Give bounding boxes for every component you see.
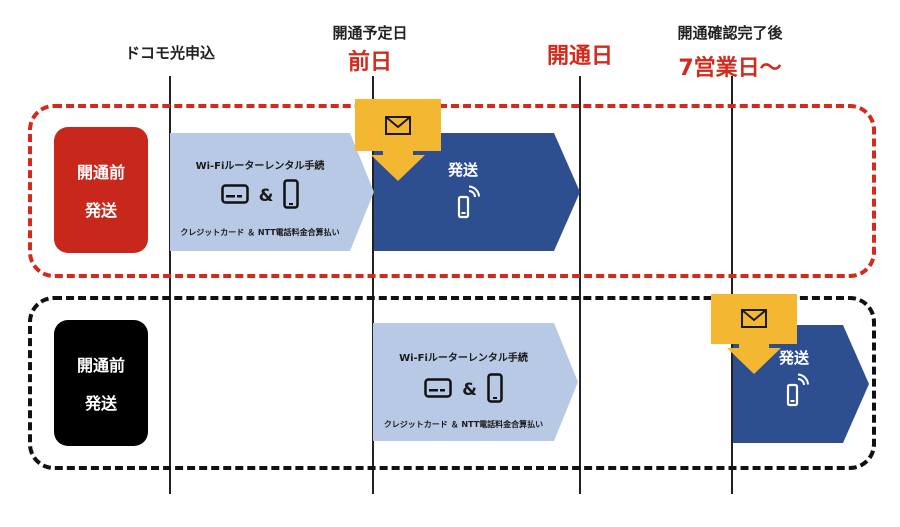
lane-red-badge: 開通前 発送 bbox=[54, 127, 148, 253]
credit-card-icon bbox=[424, 378, 452, 402]
lane-black-rental-arrow: Wi-Fiルーターレンタル手続 & クレジットカード ＆ NTT電話料金合算払い bbox=[373, 323, 578, 441]
timeline-line-prev-day bbox=[372, 76, 374, 494]
smartphone-icon bbox=[487, 373, 503, 407]
timeline-line-open-day bbox=[579, 76, 581, 494]
lane-red-mail-notice bbox=[355, 99, 441, 185]
header-prev-day-label: 前日 bbox=[347, 50, 392, 75]
badge-line1: 開通前 bbox=[76, 163, 125, 182]
rental-title: Wi-Fiルーターレンタル手続 bbox=[195, 161, 325, 172]
badge-line2: 発送 bbox=[84, 201, 117, 220]
lane-black-badge: 開通前 発送 bbox=[54, 320, 148, 446]
timeline-line-after-confirm bbox=[731, 76, 733, 494]
header-apply-label: ドコモ光申込 bbox=[124, 44, 215, 62]
lane-red-rental-arrow: Wi-Fiルーターレンタル手続 & クレジットカード ＆ NTT電話料金合算払い bbox=[170, 133, 374, 251]
header-business-days-label: 7営業日〜 bbox=[678, 56, 782, 81]
ship-label: 発送 bbox=[779, 349, 810, 367]
router-icon bbox=[456, 185, 480, 223]
header-scheduled-label: 開通予定日 bbox=[332, 24, 408, 42]
rental-caption: クレジットカード ＆ NTT電話料金合算払い bbox=[383, 420, 544, 429]
down-arrow-icon bbox=[711, 294, 797, 374]
ship-label: 発送 bbox=[448, 161, 479, 179]
header-after-confirm-label: 開通確認完了後 bbox=[677, 24, 783, 42]
ampersand: & bbox=[258, 186, 274, 206]
header-open-day-label: 開通日 bbox=[546, 44, 613, 69]
badge-line2: 発送 bbox=[84, 394, 117, 413]
lane-red-border bbox=[28, 104, 876, 278]
rental-icons: & bbox=[373, 373, 554, 407]
smartphone-icon bbox=[283, 179, 299, 213]
rental-icons: & bbox=[170, 179, 350, 213]
ampersand: & bbox=[462, 380, 477, 400]
lane-black-border bbox=[28, 296, 876, 470]
credit-card-icon bbox=[221, 184, 249, 208]
badge-line1: 開通前 bbox=[76, 356, 125, 375]
rental-caption: クレジットカード ＆ NTT電話料金合算払い bbox=[180, 228, 340, 237]
down-arrow-icon bbox=[355, 99, 441, 181]
lane-black-mail-notice bbox=[711, 294, 797, 378]
router-icon bbox=[785, 373, 809, 411]
rental-title: Wi-Fiルーターレンタル手続 bbox=[399, 353, 528, 364]
timeline-line-apply bbox=[169, 76, 171, 494]
